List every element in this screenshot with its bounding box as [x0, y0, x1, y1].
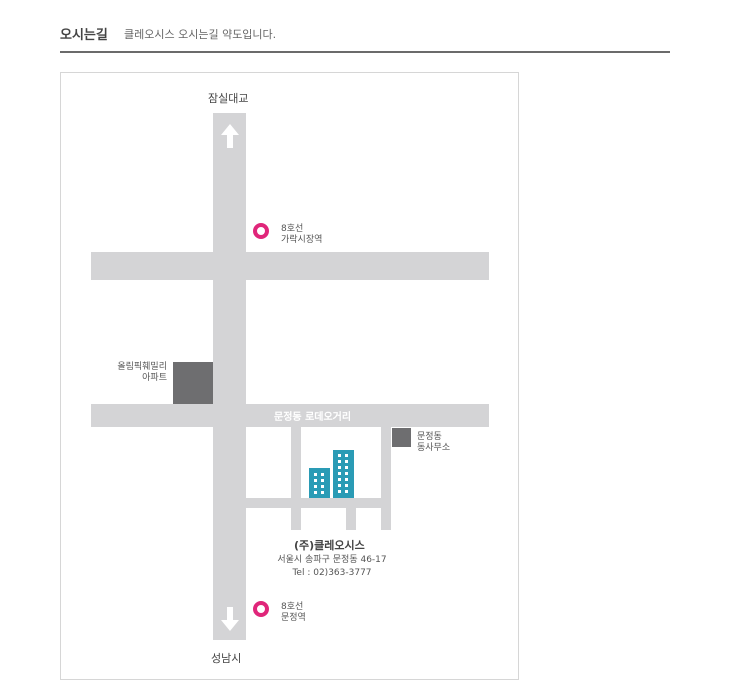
station-bottom-name: 문정역	[281, 613, 306, 623]
page-title: 오시는길	[60, 28, 108, 43]
apartment-block	[173, 362, 213, 404]
lower-connector-road	[246, 498, 382, 508]
arrow-down-icon	[221, 607, 239, 631]
side-road-1	[291, 427, 301, 530]
station-top-name: 가락시장역	[281, 235, 323, 245]
company-building-icon	[309, 450, 354, 498]
station-bottom-marker-icon	[253, 601, 269, 617]
page-header: 오시는길 클레오시스 오시는길 약도입니다.	[60, 18, 670, 53]
south-destination-label: 성남시	[211, 652, 242, 665]
company-address: 서울시 송파구 문정동 46-17	[277, 555, 387, 565]
apartment-label-line1: 올림픽훼밀리	[117, 362, 167, 372]
company-name: (주)클레오시스	[294, 539, 365, 552]
company-info: 서울시 송파구 문정동 46-17 Tel : 02)363-3777	[266, 554, 398, 580]
station-bottom-label: 8호선 문정역	[281, 602, 306, 624]
upper-horizontal-road	[91, 252, 489, 280]
station-top-marker-icon	[253, 223, 269, 239]
side-road-3	[381, 427, 391, 530]
community-office-label: 문정동 동사무소	[417, 432, 450, 454]
apartment-label: 올림픽훼밀리 아파트	[101, 362, 167, 384]
north-destination-label: 잠실대교	[208, 92, 249, 105]
community-office-line2: 동사무소	[417, 443, 451, 453]
station-top-label: 8호선 가락시장역	[281, 224, 322, 246]
community-office-line1: 문정동	[417, 432, 442, 442]
location-map: 잠실대교 문정동 로데오거리 8호선 가락시장역 올림픽훼밀리 아파트 문정동 …	[60, 72, 519, 680]
main-vertical-road	[213, 113, 246, 640]
apartment-label-line2: 아파트	[142, 373, 167, 383]
company-tel: Tel : 02)363-3777	[292, 568, 372, 578]
arrow-up-icon	[221, 124, 239, 148]
station-bottom-line: 8호선	[281, 602, 304, 612]
rodeo-road-label: 문정동 로데오거리	[274, 412, 352, 423]
page-description: 클레오시스 오시는길 약도입니다.	[124, 28, 277, 41]
rodeo-road	[91, 404, 489, 427]
station-top-line: 8호선	[281, 224, 304, 234]
side-road-2	[346, 498, 356, 530]
community-office-block	[392, 428, 411, 447]
